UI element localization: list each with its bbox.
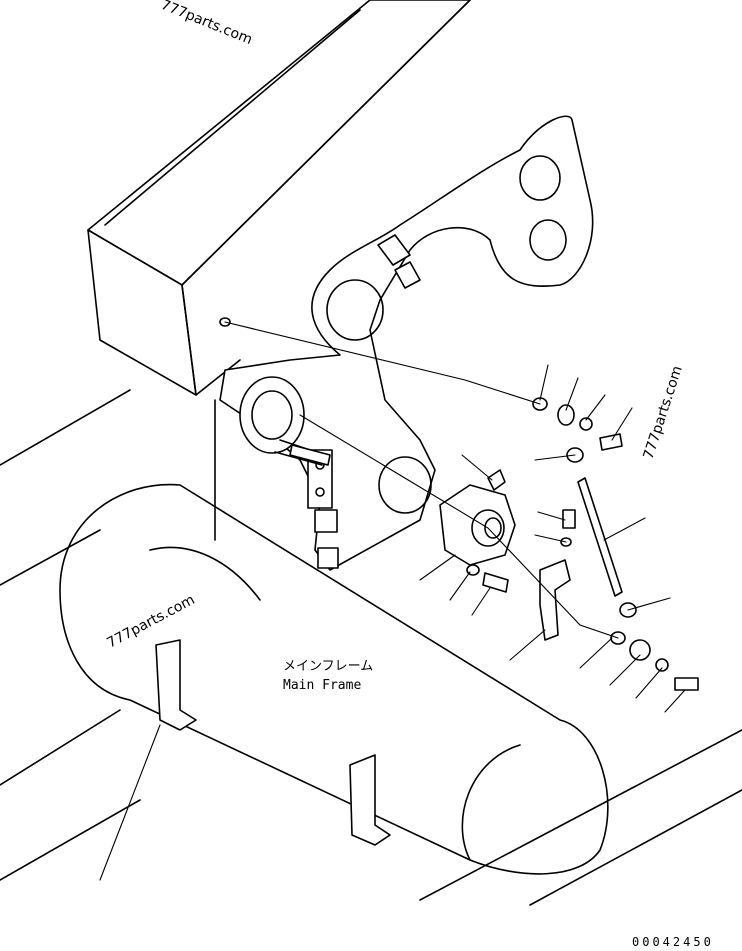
lever-arm [539,559,571,641]
rod-end-upper [557,404,575,426]
drawing-code: 00042450 [632,935,714,949]
bolt-flange [482,572,509,593]
tank-strap-right [349,754,391,846]
bolt-upper [599,433,623,451]
linkage-hardware [289,397,699,691]
tank-strap-left [155,639,197,731]
leader-lines [99,321,686,881]
washer-4 [655,658,669,672]
label-main-frame: Main Frame [283,678,361,693]
rod-end-lower [629,639,651,661]
bracket-hole-top [519,155,561,201]
spacer-block-lower [317,547,339,569]
bearing-flange-unit [439,469,516,566]
bracket-hole-middle [529,219,567,261]
washer-2 [579,417,593,431]
spacer-block-middle [314,509,338,533]
bracket-hole-left [326,279,384,341]
bolt-lower [674,677,699,691]
pin-shaft [289,444,331,466]
control-rod [577,477,623,597]
frame-rails [0,389,742,906]
flange-bore [239,376,326,466]
tank-drum [59,483,609,875]
bolt-lever [562,509,576,529]
mounting-hole [219,317,231,327]
bracket-hole-lower [378,456,432,514]
label-japanese: メインフレーム [283,659,373,674]
watermark-right: 777parts.com [641,364,686,461]
watermark-top: 777parts.com [159,0,255,48]
frame-beam [87,0,471,396]
